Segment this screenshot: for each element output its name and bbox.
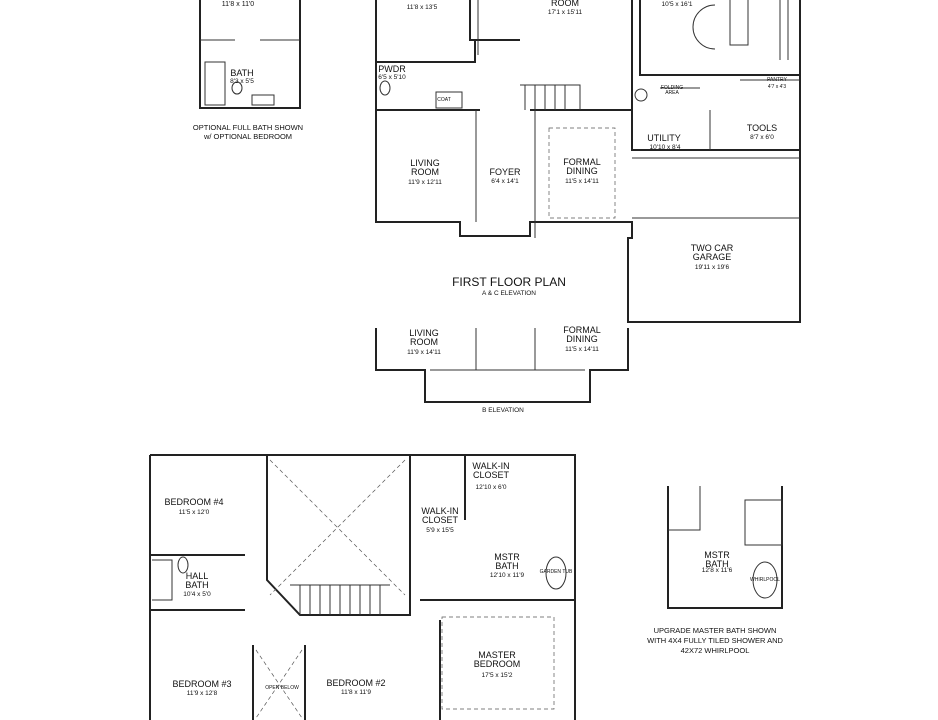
walk-in-closet-2-label: WALK-IN CLOSET [421,506,459,525]
whirlpool-label: WHIRLPOOL [749,577,781,583]
formal-dining-dims: 11'5 x 14'11 [565,178,599,185]
pwdr-dims: 6'5 x 5'10 [378,74,406,81]
optional-bath-inset-walls [199,0,301,109]
master-bedroom-dims: 17'5 x 15'2 [481,672,513,679]
walk-in-closet-1-dims: 12'10 x 6'0 [475,484,507,491]
living-room-dims: 11'9 x 12'11 [408,179,442,186]
foyer-dims: 6'4 x 14'1 [491,178,519,185]
hall-bath-label: HALL BATH [185,571,209,590]
bedroom-4-dims: 11'5 x 12'0 [178,509,210,516]
pwdr-label: PWDR [378,64,406,74]
bath-label: BATH [230,68,254,78]
formal-dining-label: FORMAL DINING [563,157,601,176]
folding-area-label: FOLDING AREA [660,85,684,96]
breakfast-dims: 10'5 x 16'1 [661,1,693,8]
foyer-label: FOYER [489,167,521,177]
first-floor-walls [375,0,801,323]
living-room-label: LIVING ROOM [410,158,440,177]
b-elevation-title: B ELEVATION [482,407,524,414]
b-formal-dining-dims: 11'5 x 14'11 [565,346,599,353]
bedroom-2-label: BEDROOM #2 [326,678,386,688]
b-formal-dining-label: FORMAL DINING [563,325,601,344]
optional-bath-caption-1: OPTIONAL FULL BATH SHOWN [192,123,304,132]
coat-label: COAT [437,97,451,103]
bath-dims: 8'3 x 5'5 [230,78,254,85]
master-bath-dims: 12'10 x 11'9 [489,572,525,579]
hall-bath-dims: 10'4 x 5'0 [183,591,211,598]
upgrade-master-bath-label: MSTR BATH [704,550,730,569]
b-elevation-walls [375,328,629,403]
pantry-label: PANTRY [767,77,787,83]
upgrade-caption-3: 42X72 WHIRLPOOL [680,646,750,655]
optional-bedroom-dims: 11'8 x 11'0 [221,1,255,8]
upgrade-master-bath-dims: 12'8 x 11'6 [701,567,733,574]
master-bedroom-label: MASTER BEDROOM [473,650,521,669]
walk-in-closet-1-label: WALK-IN CLOSET [472,461,510,480]
bedroom-3-label: BEDROOM #3 [172,679,232,689]
office-dims: 11'8 x 13'5 [406,4,438,11]
bedroom-2-dims: 11'8 x 11'9 [340,689,372,696]
garden-tub-label: GARDEN TUB [539,569,573,575]
utility-label: UTILITY [647,133,681,143]
second-floor-walls [149,454,576,720]
tools-dims: 8'7 x 6'0 [750,134,774,141]
upgrade-caption-2: WITH 4X4 FULLY TILED SHOWER AND [647,636,783,645]
b-living-room-label: LIVING ROOM [409,328,439,347]
bedroom-3-dims: 11'9 x 12'8 [186,690,218,697]
master-bath-label: MSTR BATH [494,552,520,571]
tools-label: TOOLS [746,123,778,133]
upgrade-caption-1: UPGRADE MASTER BATH SHOWN [653,626,777,635]
open-below-label: OPEN BELOW [265,685,299,691]
walk-in-closet-2-dims: 5'9 x 15'5 [426,527,454,534]
family-room-label: ROOM [551,0,579,8]
utility-dims: 10'10 x 8'4 [649,144,681,151]
upgrade-bath-inset-walls [667,486,783,609]
first-floor-title: FIRST FLOOR PLAN [452,275,566,289]
pantry-dims: 4'7 x 4'3 [767,84,787,90]
b-living-room-dims: 11'9 x 14'11 [407,349,441,356]
garage-dims: 19'11 x 19'6 [694,264,730,271]
family-room-dims: 17'1 x 15'11 [547,9,583,16]
optional-bath-caption-2: w/ OPTIONAL BEDROOM [203,132,293,141]
bedroom-4-label: BEDROOM #4 [164,497,224,507]
garage-label: TWO CAR GARAGE [690,243,734,262]
first-floor-subtitle: A & C ELEVATION [482,290,536,297]
